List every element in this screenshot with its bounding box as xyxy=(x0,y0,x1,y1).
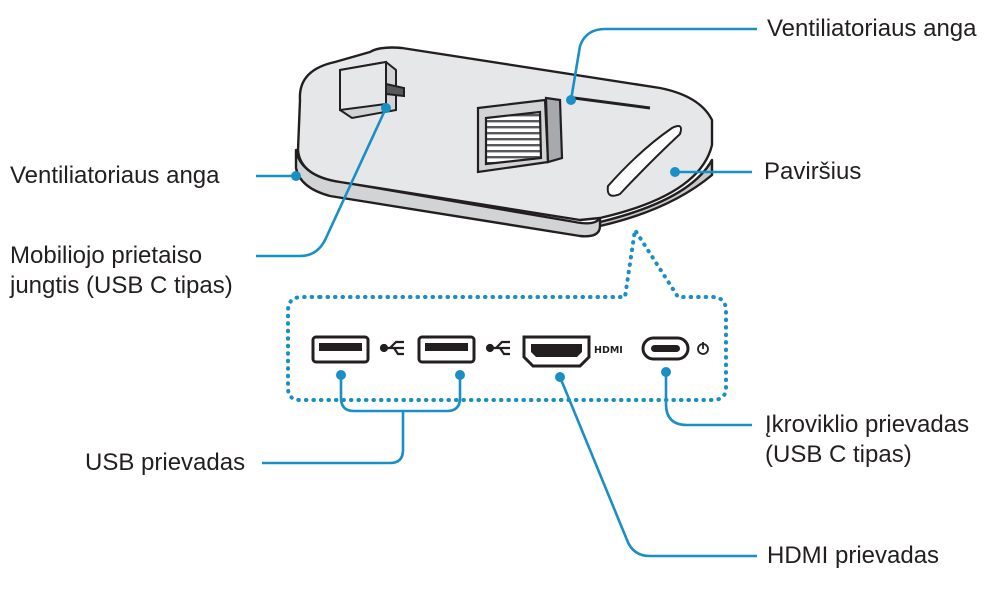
label-fan-vent-left: Ventiliatoriaus anga xyxy=(10,161,219,191)
leader-usb-2 xyxy=(390,375,462,413)
label-mobile-connector: Mobiliojo prietaiso jungtis (USB C tipas… xyxy=(10,241,233,301)
leader-hdmi xyxy=(558,376,757,558)
label-hdmi-port: HDMI prievadas xyxy=(767,541,939,571)
label-fan-vent-top: Ventiliatoriaus anga xyxy=(767,14,976,44)
usb-c-connector xyxy=(339,60,405,120)
usb-port-1 xyxy=(311,335,370,364)
label-usb-ports: USB prievadas xyxy=(85,448,245,478)
label-line: Įkroviklio prievadas xyxy=(765,411,970,438)
label-charger-port: Įkroviklio prievadas (USB C tipas) xyxy=(765,410,969,470)
stand xyxy=(476,96,564,174)
label-line: USB prievadas xyxy=(85,449,246,476)
port-callout-frame xyxy=(286,224,728,402)
leader-usb-1 xyxy=(339,375,390,413)
surface-slot xyxy=(606,125,682,197)
label-line: Ventiliatoriaus anga xyxy=(10,162,220,189)
label-line: Mobiliojo prietaiso xyxy=(10,242,203,269)
leader-lines xyxy=(256,27,757,558)
leader-dots xyxy=(291,95,680,382)
hdmi-port xyxy=(522,335,591,368)
leader-usb-stem xyxy=(262,411,405,465)
leader-charger xyxy=(664,372,752,427)
label-surface: Paviršius xyxy=(764,157,861,187)
label-line: jungtis (USB C tipas) xyxy=(10,272,233,299)
power-icon xyxy=(697,342,709,355)
usb-c-charging-port xyxy=(641,336,690,361)
label-line: Paviršius xyxy=(764,158,862,185)
leader-mobile-connector xyxy=(256,107,388,258)
usb-icon xyxy=(379,340,404,356)
usb-icon xyxy=(485,340,510,356)
top-vent-slit xyxy=(573,96,651,110)
usb-port-2 xyxy=(417,335,476,364)
label-line: Ventiliatoriaus anga xyxy=(767,15,977,42)
label-line: HDMI prievadas xyxy=(767,542,940,569)
label-line: (USB C tipas) xyxy=(765,441,912,468)
hdmi-icon: HDMI xyxy=(594,345,623,356)
svg-text:HDMI: HDMI xyxy=(594,345,623,356)
leader-fan-vent-top xyxy=(569,27,757,101)
